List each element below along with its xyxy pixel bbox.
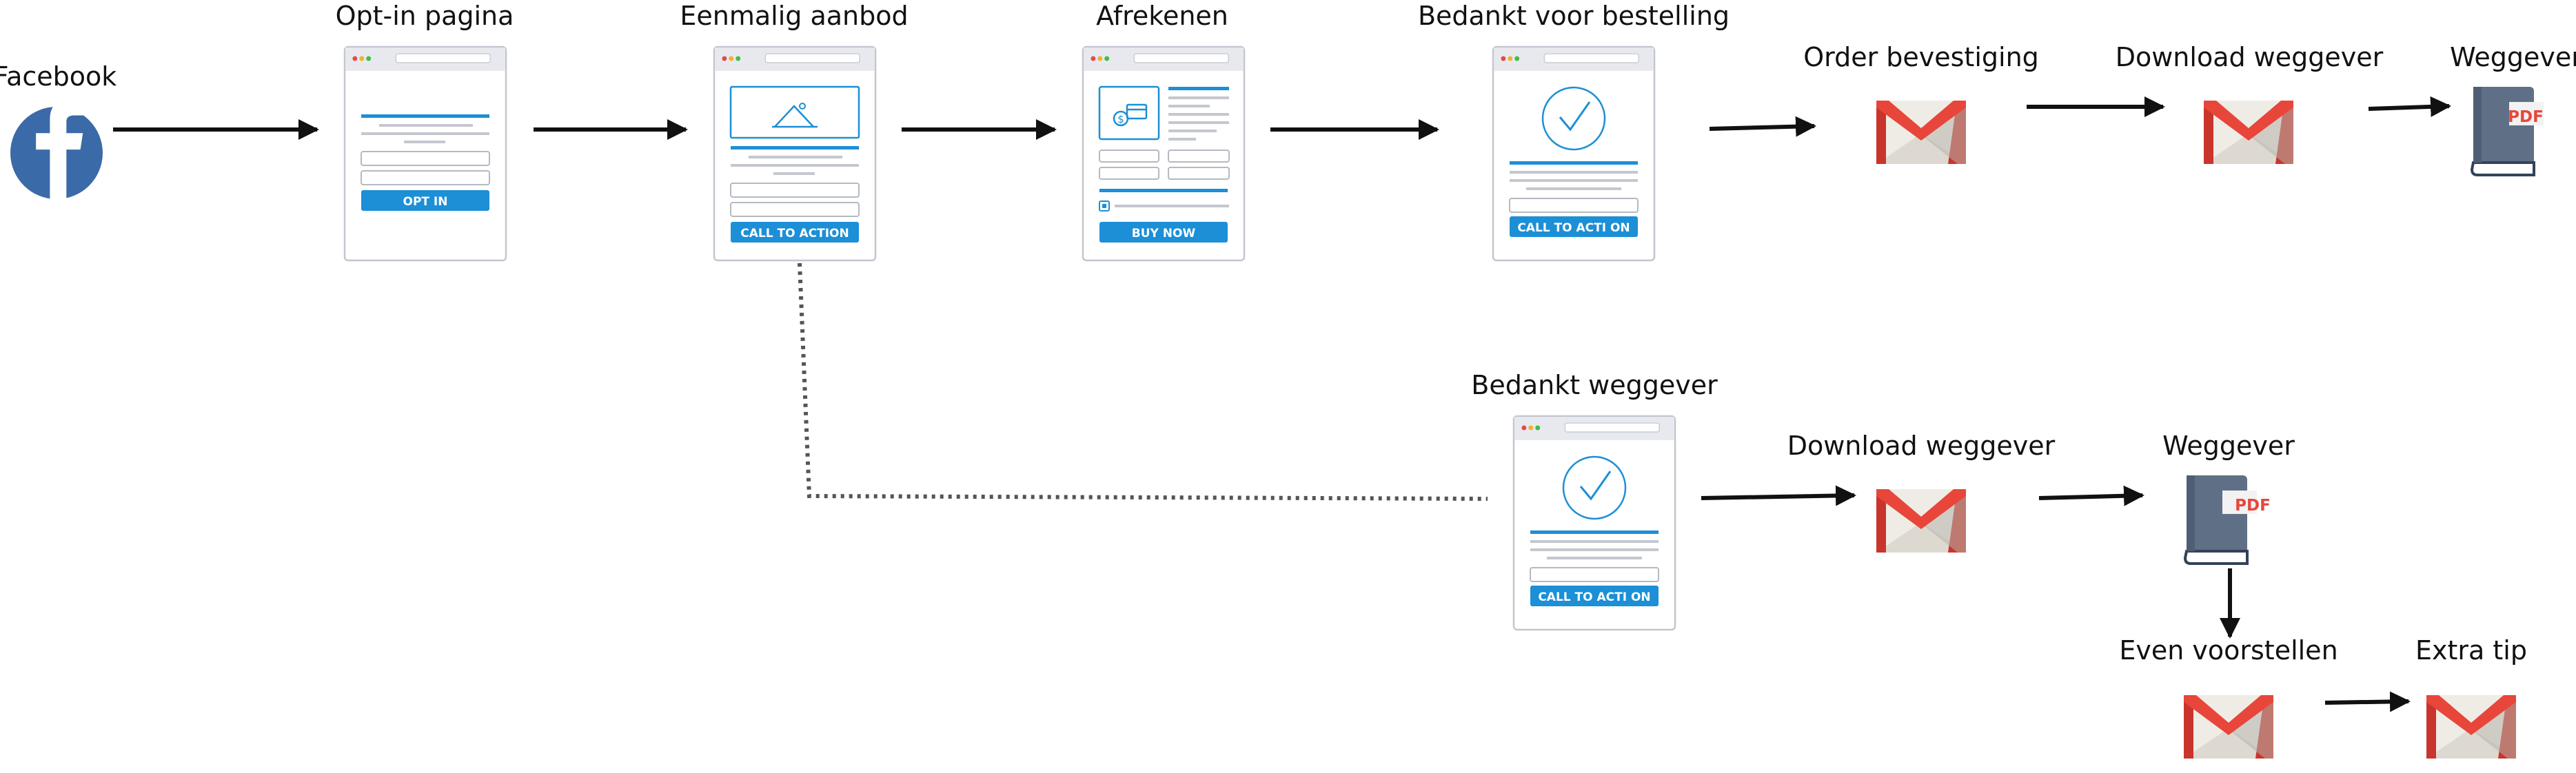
arrows	[113, 96, 2451, 712]
pdf-book-icon-bottom: PDF	[2184, 474, 2271, 565]
pdf-tag-bottom: PDF	[2235, 497, 2271, 515]
label-weggever-top: Weggever	[2450, 42, 2576, 72]
svg-text:$: $	[1117, 113, 1124, 125]
arrow-download-to-weggever-bottom	[2038, 485, 2144, 506]
label-even-voorstellen: Even voorstellen	[2119, 635, 2337, 666]
payment-icon: $	[1113, 103, 1148, 127]
gmail-icon-even-voorstellen	[2184, 695, 2273, 759]
label-afrekenen: Afrekenen	[1096, 1, 1228, 31]
checkmark-icon	[1541, 86, 1606, 151]
eenmalig-page-mockup: CALL TO ACTION	[713, 45, 877, 262]
arrow-download-to-weggever	[2368, 96, 2451, 117]
arrow-even-to-extra	[2324, 691, 2411, 712]
optin-button[interactable]	[361, 190, 489, 211]
bedankt-bestelling-cta-label: CALL TO ACTI ON	[1517, 221, 1630, 235]
buy-now-button[interactable]	[1099, 222, 1228, 243]
pdf-tag-top: PDF	[2508, 108, 2544, 126]
checkmark-icon	[1562, 455, 1627, 520]
dotted-connector	[798, 262, 1488, 501]
label-order-bevestiging: Order bevestiging	[1803, 42, 2039, 72]
optin-page-mockup: OPT IN	[343, 45, 507, 262]
gmail-icon-order-bevestiging	[1876, 101, 1966, 164]
facebook-icon	[10, 99, 103, 202]
bedankt-weggever-cta-button[interactable]	[1530, 586, 1659, 606]
eenmalig-cta-label: CALL TO ACTION	[740, 227, 849, 240]
afrekenen-page-mockup: $ BUY NOW	[1082, 45, 1246, 262]
bedankt-weggever-cta-label: CALL TO ACTI ON	[1538, 590, 1650, 604]
image-placeholder-icon	[774, 105, 814, 127]
bedankt-bestelling-cta-button[interactable]	[1510, 216, 1638, 237]
eenmalig-cta-button[interactable]	[731, 222, 859, 243]
label-download-weggever-bottom: Download weggever	[1787, 431, 2056, 461]
buy-now-label: BUY NOW	[1132, 227, 1196, 240]
arrow-bedankt-weggever-to-download	[1701, 485, 1856, 506]
bedankt-weggever-page-mockup: CALL TO ACTI ON	[1512, 415, 1676, 631]
optin-button-label: OPT IN	[403, 195, 448, 209]
label-bedankt-bestelling: Bedankt voor bestelling	[1418, 1, 1730, 31]
label-bedankt-weggever: Bedankt weggever	[1471, 370, 1718, 400]
label-facebook: Facebook	[0, 61, 116, 92]
label-optin: Opt-in pagina	[336, 1, 514, 31]
label-weggever-bottom: Weggever	[2162, 431, 2295, 461]
label-download-weggever-top: Download weggever	[2116, 42, 2384, 72]
label-extra-tip: Extra tip	[2415, 635, 2527, 666]
label-eenmalig: Eenmalig aanbod	[680, 1, 908, 31]
pdf-book-icon-top: PDF	[2471, 85, 2544, 176]
gmail-icon-download-bottom	[1876, 489, 1966, 553]
bedankt-bestelling-page-mockup: CALL TO ACTI ON	[1492, 45, 1656, 262]
labels: Facebook Opt-in pagina Eenmalig aanbod A…	[0, 1, 2576, 666]
gmail-icon-download-top	[2204, 101, 2293, 164]
arrow-bedankt-to-order	[1709, 116, 1816, 137]
gmail-icon-extra-tip	[2426, 695, 2516, 759]
